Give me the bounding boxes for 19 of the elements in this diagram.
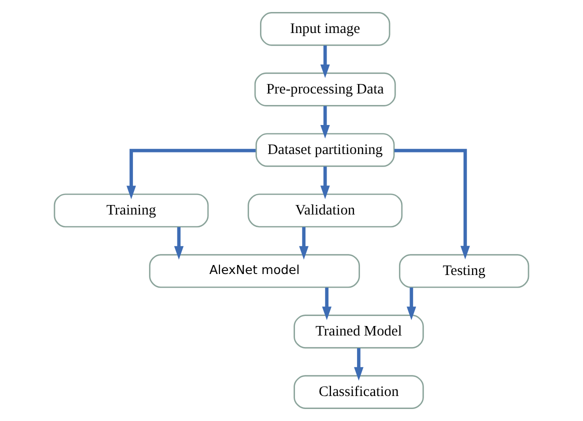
node-box: Classification — [294, 375, 424, 409]
arrow — [320, 46, 330, 78]
node-box: Testing — [398, 254, 530, 288]
arrow — [320, 166, 330, 200]
arrow — [354, 348, 364, 381]
node-box: Training — [54, 194, 209, 228]
node-box: Dataset partitioning — [256, 133, 395, 167]
arrow — [406, 288, 416, 320]
arrow — [299, 227, 309, 260]
arrow — [322, 288, 332, 320]
node-box: Input image — [260, 12, 390, 46]
arrow — [174, 227, 184, 260]
arrow — [320, 106, 330, 139]
node-box: Trained Model — [294, 314, 424, 348]
node-box: AlexNet model — [149, 254, 360, 288]
arrow — [394, 148, 470, 260]
node-box: Pre-processing Data — [254, 72, 396, 106]
node-box: Validation — [248, 194, 403, 228]
arrow — [126, 148, 256, 200]
